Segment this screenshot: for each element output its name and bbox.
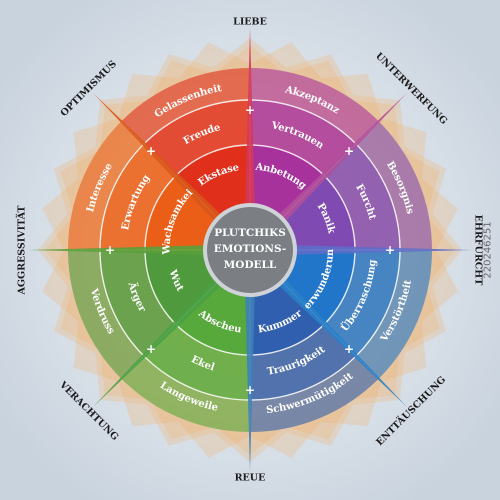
- plus-marker-8: +: [146, 144, 156, 158]
- dyad-arrow-8: [93, 93, 250, 250]
- dyad-label-1: LIEBE: [233, 17, 267, 28]
- dyad-arrow-6: [93, 250, 250, 407]
- petal-7-ring-2: [100, 250, 176, 357]
- petal-1-ring-2: [143, 100, 250, 176]
- petal-6-ring-3: [121, 356, 250, 432]
- petal-4-ring-2: [324, 250, 400, 357]
- plus-marker-1: +: [245, 103, 255, 117]
- dyad-label-7: AGGRESSIVITÄT: [15, 206, 28, 296]
- petal-5-ring-3: [250, 356, 379, 432]
- petal-2-ring-3: [250, 68, 379, 144]
- plus-marker-3: +: [385, 243, 395, 257]
- stock-watermark: 220246251: [482, 221, 494, 279]
- petal-7-ring-3: [68, 250, 144, 379]
- dyad-arrow-7: [28, 245, 250, 255]
- center-title-line-2: EMOTIONS-: [214, 243, 287, 255]
- dyad-label-5: REUE: [235, 473, 266, 484]
- center-title-line-3: MODELL: [224, 259, 277, 271]
- plus-marker-6: +: [146, 342, 156, 356]
- dyad-arrow-4: [250, 250, 407, 407]
- center-disc: PLUTCHIKS EMOTIONS- MODELL: [203, 203, 297, 297]
- dyad-arrow-2: [250, 93, 407, 250]
- center-title-line-1: PLUTCHIKS: [214, 227, 286, 239]
- plus-markers: + + + + + + + +: [105, 103, 395, 397]
- plus-marker-4: +: [344, 342, 354, 356]
- petal-4-ring-3: [356, 250, 432, 379]
- petal-5-ring-2: [250, 324, 357, 400]
- dyad-arrow-5: [245, 250, 255, 472]
- petal-6-ring-2: [143, 324, 250, 400]
- dyad-arrow-1: [245, 28, 255, 250]
- petal-2-ring-2: [250, 100, 357, 176]
- dyad-arrows: [28, 28, 472, 472]
- dyad-arrow-3: [250, 245, 472, 255]
- petal-3-ring-2: [324, 143, 400, 250]
- plus-marker-2: +: [344, 144, 354, 158]
- center-disc-fill: [207, 207, 293, 293]
- plus-marker-7: +: [105, 243, 115, 257]
- dyad-label-3: EHRFURCHT: [473, 215, 484, 286]
- petal-8-ring-2: [100, 143, 176, 250]
- plus-marker-5: +: [245, 383, 255, 397]
- petal-8-ring-3: [68, 121, 144, 250]
- petal-3-ring-3: [356, 121, 432, 250]
- petal-1-ring-3: [121, 68, 250, 144]
